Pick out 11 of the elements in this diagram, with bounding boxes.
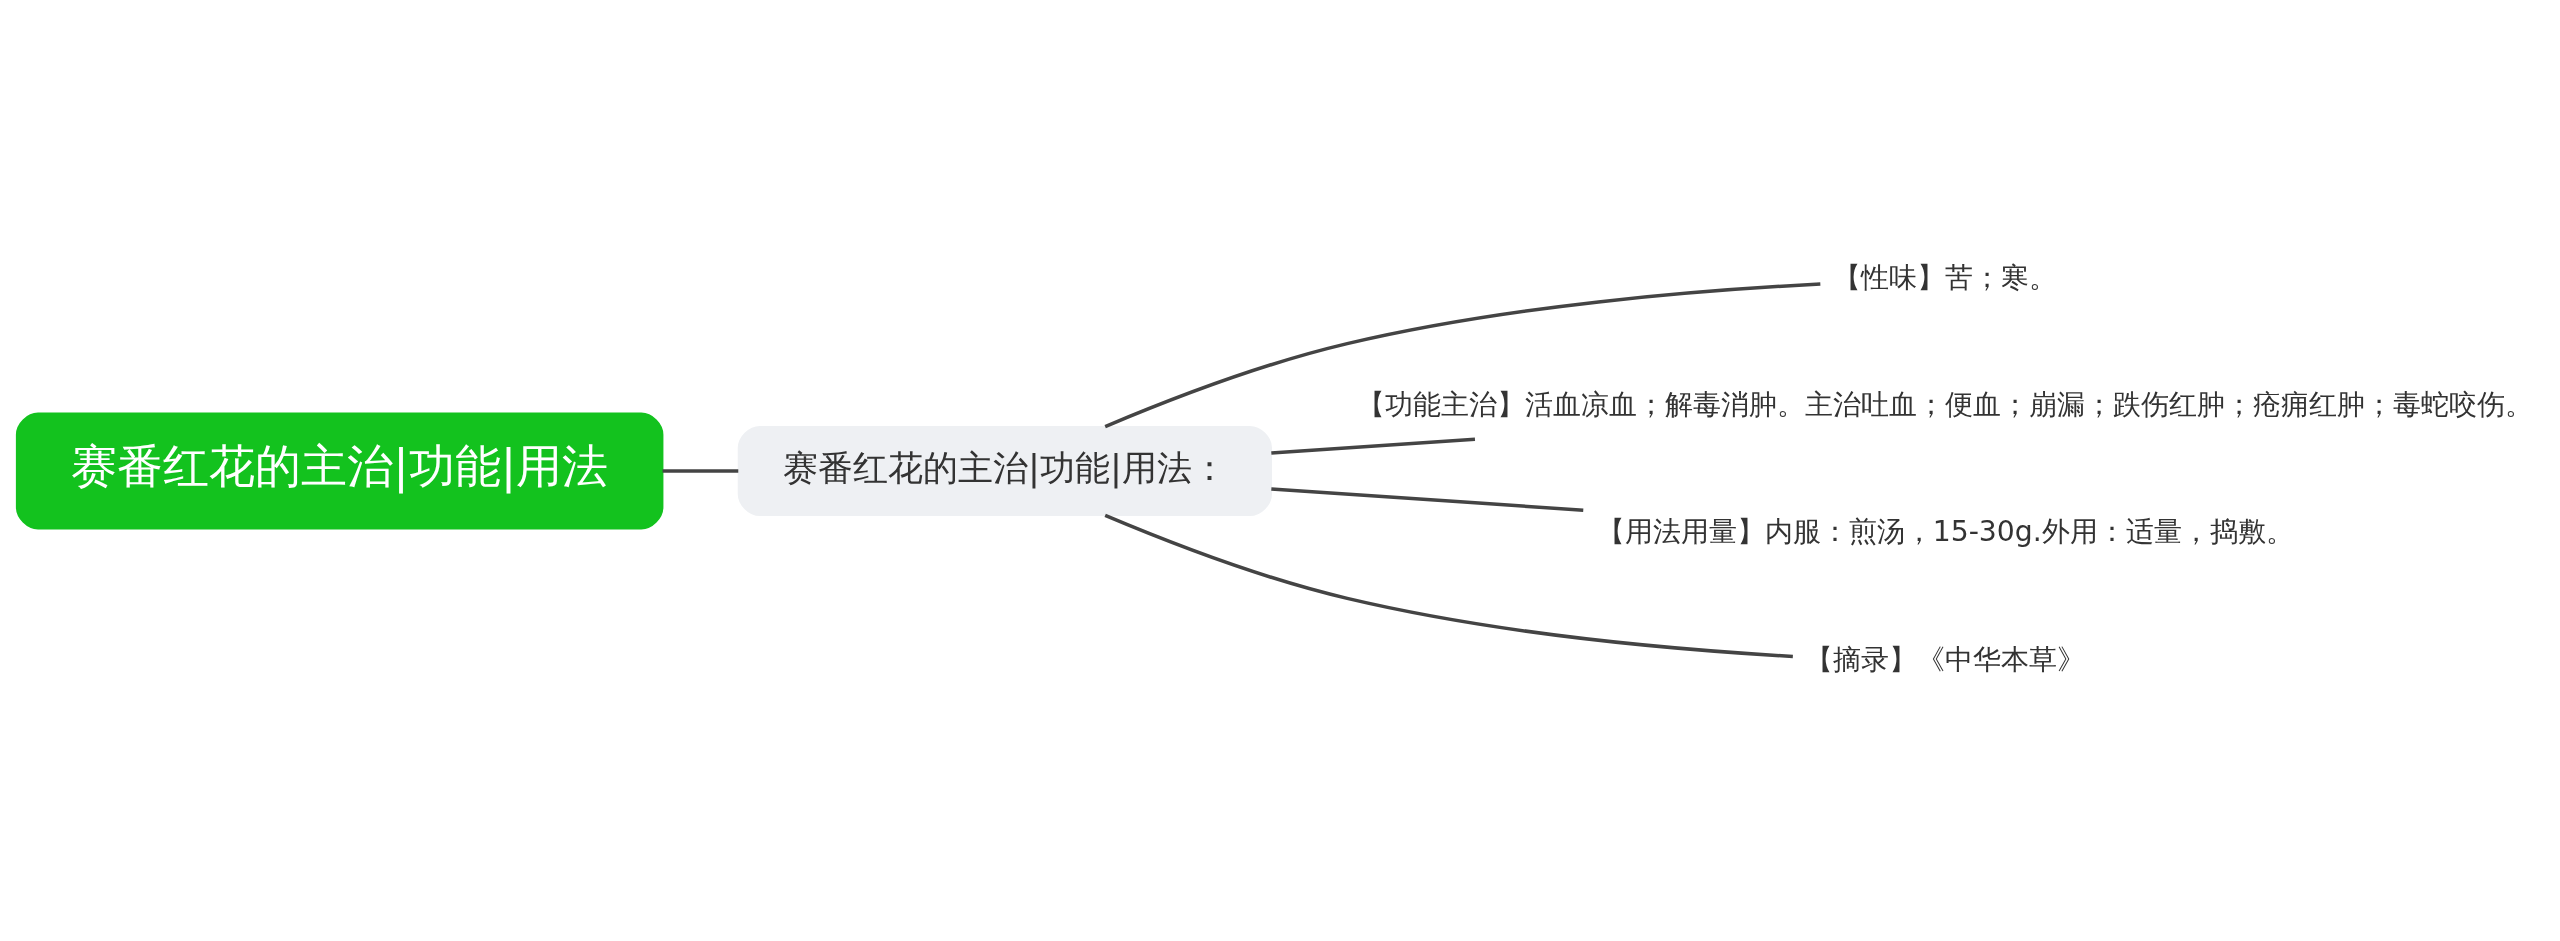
node-text: 【用法用量】内服：煎汤，15-30g.外用：适量，捣敷。 <box>1596 514 2294 548</box>
connector <box>662 468 739 473</box>
node-box: 赛番红花的主治|功能|用法 <box>15 412 664 529</box>
connector <box>1271 436 1476 455</box>
node-text: 【摘录】《中华本草》 <box>1805 642 2086 676</box>
connector <box>1104 281 1821 428</box>
node-box: 赛番红花的主治|功能|用法： <box>737 425 1273 516</box>
connector <box>1271 486 1584 512</box>
node-text: 【性味】苦；寒。 <box>1833 260 2058 294</box>
connector <box>1104 513 1793 658</box>
node-text: 【功能主治】活血凉血；解毒消肿。主治吐血；便血；崩漏；跌伤红肿；疮痈红肿；毒蛇咬伤。 <box>1357 387 2534 421</box>
